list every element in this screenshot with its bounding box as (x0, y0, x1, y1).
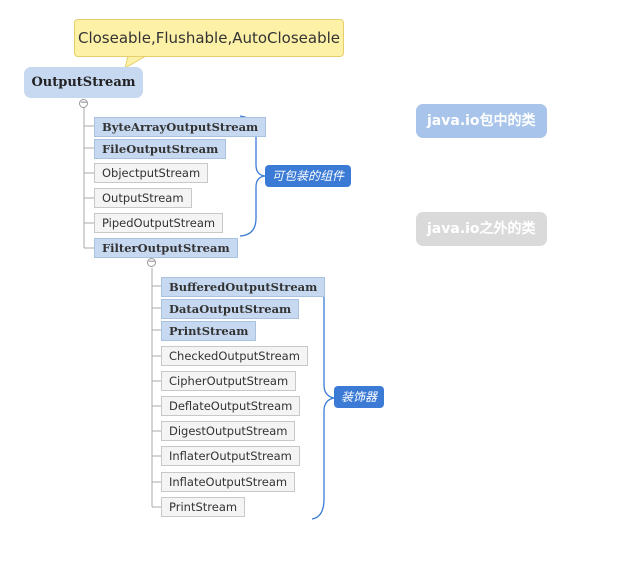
collapse-toggle-filter[interactable]: − (147, 257, 156, 267)
node-checkedoutputstream[interactable]: CheckedOutputStream (161, 346, 308, 366)
node-printstream-other[interactable]: PrintStream (161, 497, 246, 517)
level2-branches (152, 285, 161, 508)
node-bufferedoutputstream[interactable]: BufferedOutputStream (161, 277, 326, 297)
legend-out-package: java.io之外的类 (416, 212, 547, 246)
node-printstream-io[interactable]: PrintStream (161, 321, 257, 341)
node-dataoutputstream[interactable]: DataOutputStream (161, 299, 300, 319)
legend-in-package: java.io包中的类 (416, 104, 547, 138)
root-node[interactable]: OutputStream (24, 67, 143, 98)
node-cipheroutputstream[interactable]: CipherOutputStream (161, 371, 297, 391)
node-deflateoutputstream[interactable]: DeflateOutputStream (161, 396, 301, 416)
node-bytearrayoutputstream[interactable]: ByteArrayOutputStream (94, 117, 267, 137)
node-inflateoutputstream[interactable]: InflateOutputStream (161, 472, 296, 492)
node-fileoutputstream[interactable]: FileOutputStream (94, 139, 227, 159)
collapse-toggle-root[interactable]: − (79, 98, 88, 108)
node-objectputstream[interactable]: ObjectputStream (94, 163, 209, 183)
level1-branches (84, 125, 94, 249)
node-filteroutputstream[interactable]: FilterOutputStream (94, 238, 238, 258)
components-tag[interactable]: 可包装的组件 (265, 165, 352, 187)
node-outputstream[interactable]: OutputStream (94, 188, 192, 208)
node-digestoutputstream[interactable]: DigestOutputStream (161, 421, 296, 441)
decorators-tag[interactable]: 装饰器 (334, 386, 385, 408)
node-inflateroutputstream[interactable]: InflaterOutputStream (161, 446, 300, 466)
node-pipedoutputstream[interactable]: PipedOutputStream (94, 213, 224, 233)
decorators-brace (311, 277, 335, 520)
interfaces-callout: Closeable,Flushable,AutoCloseable (74, 19, 344, 57)
